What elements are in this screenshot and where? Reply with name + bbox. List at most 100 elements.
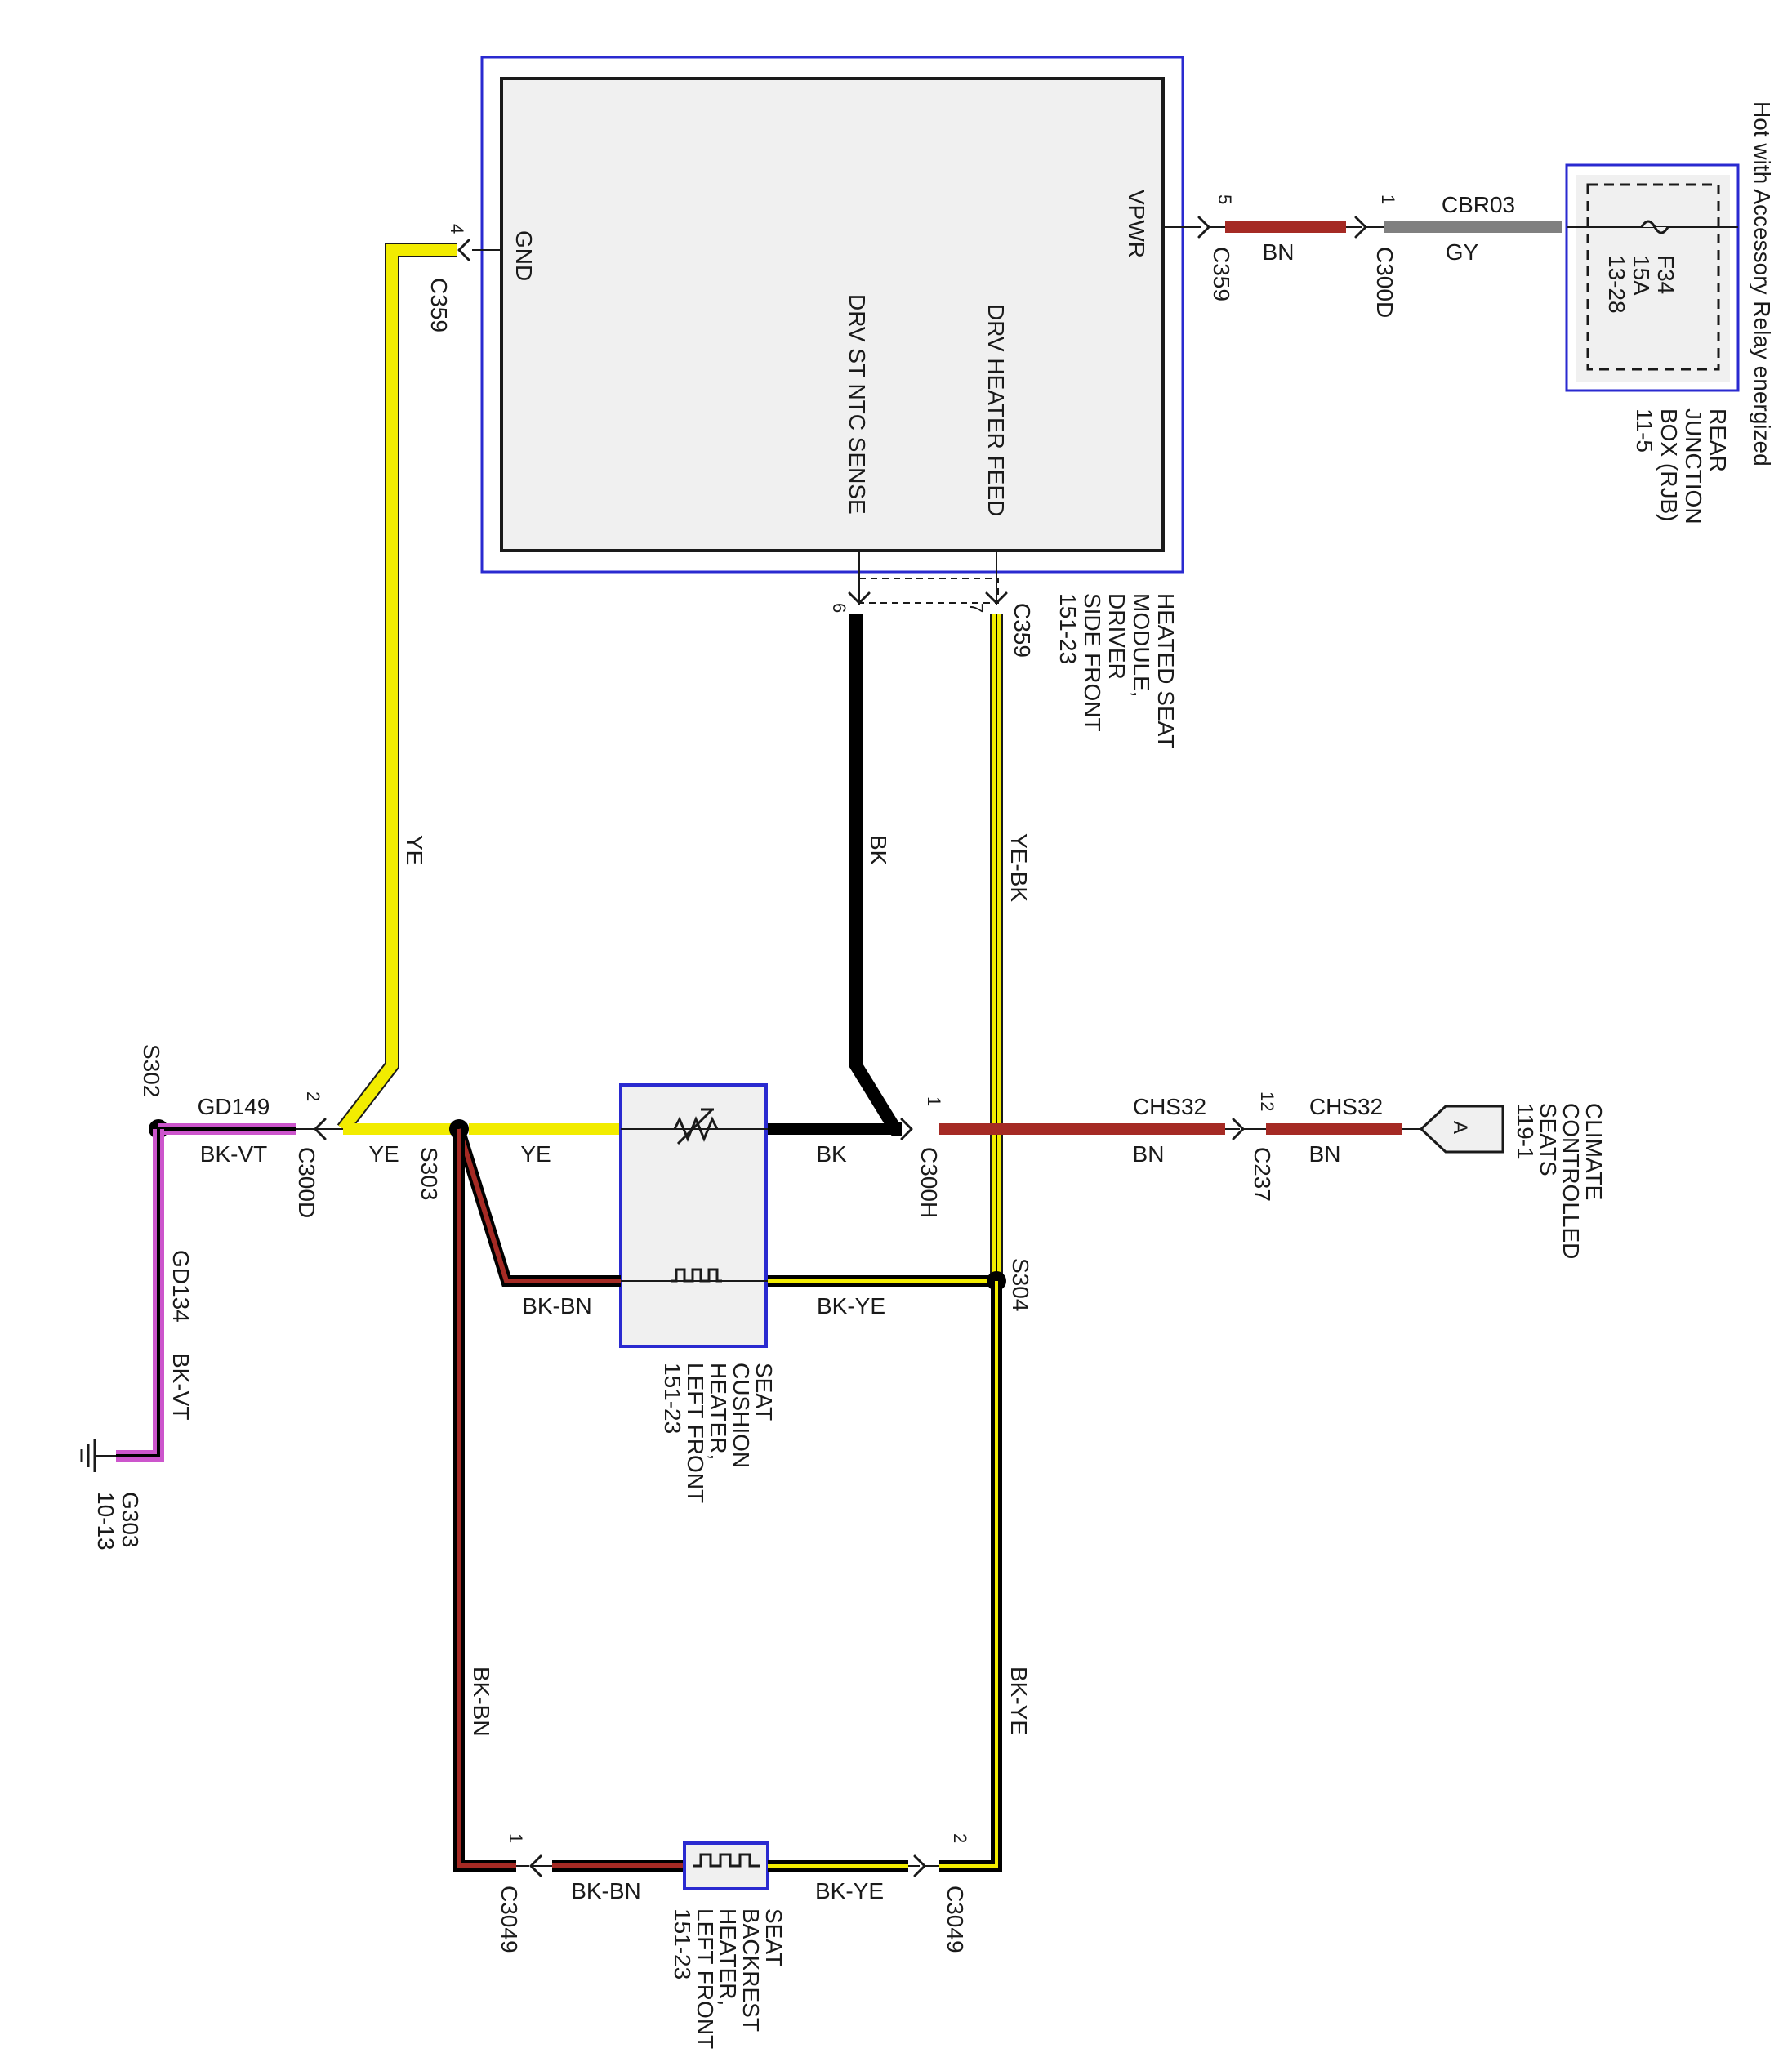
s304-label: S304 bbox=[1008, 1258, 1033, 1311]
thermistor-icon bbox=[673, 1108, 719, 1145]
fuse-label-line: F34 bbox=[1653, 255, 1678, 294]
c300d-2-name: C300D bbox=[294, 1147, 319, 1218]
wire-bkye-v bbox=[939, 1281, 1002, 1872]
rjb-name-label: REAR JUNCTION BOX (RJB) 11-5 bbox=[1632, 408, 1731, 524]
rjb-body bbox=[1576, 175, 1730, 382]
rjb-name-line: JUNCTION bbox=[1681, 408, 1706, 524]
climate-name-line: 119-1 bbox=[1513, 1103, 1538, 1160]
c359-67-name: C359 bbox=[1010, 603, 1035, 658]
c300h-1-pin: 1 bbox=[924, 1096, 944, 1106]
c359-67-dashed-shell bbox=[858, 578, 999, 604]
c3049-1-arrow-icon bbox=[529, 1854, 542, 1877]
wire-label-bn-b: BN bbox=[1309, 1141, 1341, 1167]
hot-with-label: Hot with Accessory Relay energized bbox=[1750, 101, 1775, 466]
c359-4-arrow-icon bbox=[457, 239, 470, 261]
climate-connector-tag bbox=[1419, 1105, 1504, 1154]
wire-bkvt-v bbox=[116, 1129, 164, 1462]
climate-name-label: CLIMATE CONTROLLED SEATS 119-1 bbox=[1513, 1103, 1607, 1259]
wire-label-bn-a: BN bbox=[1133, 1141, 1165, 1167]
pin-label-gnd: GND bbox=[511, 230, 537, 281]
fuse-label-line: 13-28 bbox=[1604, 255, 1629, 314]
pin-label-heater-feed: DRV HEATER FEED bbox=[983, 304, 1009, 516]
wire-label-ye-vert: YE bbox=[402, 835, 427, 865]
cushion-name-line: HEATER, bbox=[706, 1363, 731, 1460]
module-name-line: DRIVER bbox=[1104, 593, 1130, 680]
wire-bk-vert bbox=[849, 614, 902, 1136]
wire-label-bkvt-v: BK-VT bbox=[168, 1353, 194, 1420]
c3049-2-name: C3049 bbox=[943, 1886, 968, 1953]
wire-label-bkye-bot: BK-YE bbox=[815, 1878, 884, 1903]
rjb-name-line: 11-5 bbox=[1632, 408, 1657, 453]
rjb-name-line: BOX (RJB) bbox=[1656, 408, 1682, 521]
ground-label: G303 10-13 bbox=[93, 1492, 143, 1551]
module-name-line: MODULE, bbox=[1129, 593, 1154, 698]
rjb-frame bbox=[1565, 163, 1740, 392]
c359-5-name: C359 bbox=[1209, 247, 1234, 301]
fuse-icon bbox=[1640, 220, 1669, 234]
rjb-name-line: REAR bbox=[1705, 408, 1731, 472]
heating-element-icon bbox=[671, 1268, 722, 1283]
wire-label-cbr03: CBR03 bbox=[1442, 192, 1515, 217]
wire-bkbn-h bbox=[457, 1128, 621, 1283]
wire-label-bn-top: BN bbox=[1263, 239, 1295, 265]
c3049-1-pin: 1 bbox=[506, 1833, 526, 1843]
module-name-line: SIDE FRONT bbox=[1080, 593, 1105, 732]
cushion-name-label: SEAT CUSHION HEATER, LEFT FRONT 151-23 bbox=[660, 1363, 777, 1503]
climate-tag-label: A bbox=[1449, 1121, 1471, 1134]
c3049-2-pin: 2 bbox=[950, 1833, 970, 1843]
climate-name-line: CLIMATE bbox=[1581, 1103, 1607, 1200]
heated-seat-module: GND VPWR DRV ST NTC SENSE DRV HEATER FEE… bbox=[480, 56, 1184, 748]
seat-backrest-heater: SEAT BACKREST HEATER, LEFT FRONT 151-23 bbox=[670, 1841, 787, 2049]
fuse-label: F34 15A 13-28 bbox=[1604, 255, 1678, 314]
c237-12-pin: 12 bbox=[1257, 1091, 1277, 1111]
s303-label: S303 bbox=[417, 1147, 442, 1200]
module-frame bbox=[480, 56, 1184, 574]
ground-name: G303 bbox=[118, 1492, 143, 1548]
wire-bkbn-v bbox=[457, 1129, 516, 1868]
backrest-name-line: LEFT FRONT bbox=[693, 1908, 718, 2049]
ground-icon bbox=[80, 1439, 116, 1472]
s302-label: S302 bbox=[139, 1044, 164, 1097]
pin-label-ntc-sense: DRV ST NTC SENSE bbox=[845, 294, 870, 515]
c359-5-pin: 5 bbox=[1215, 194, 1235, 204]
c359-7-arrow-icon bbox=[985, 591, 1008, 605]
wire-label-ye-mid: YE bbox=[520, 1141, 551, 1167]
cushion-name-line: LEFT FRONT bbox=[683, 1363, 708, 1503]
power-feed-circuit: 5 C359 BN 1 C300D CBR03 GY bbox=[1163, 192, 1562, 318]
wire-label-bkbn-bot: BK-BN bbox=[571, 1878, 641, 1903]
c359-4-pin: 4 bbox=[447, 224, 467, 234]
climate-name-line: SEATS bbox=[1536, 1103, 1561, 1176]
middle-row: S302 GD149 BK-VT 2 C300D YE S303 YE BK 1… bbox=[139, 1044, 1607, 1259]
seat-cushion-heater: SEAT CUSHION HEATER, LEFT FRONT 151-23 bbox=[619, 1083, 777, 1503]
rear-junction-box: F34 15A 13-28 REAR JUNCTION BOX (RJB) 11… bbox=[1565, 101, 1775, 524]
wire-label-chs32-b: CHS32 bbox=[1309, 1094, 1383, 1119]
wire-label-bk-mid: BK bbox=[816, 1141, 847, 1167]
backrest-name-line: BACKREST bbox=[738, 1908, 764, 2032]
c300h-1-name: C300H bbox=[916, 1147, 942, 1218]
wire-label-bkye-v: BK-YE bbox=[1006, 1667, 1032, 1735]
module-body bbox=[500, 77, 1165, 552]
fuse-label-line: 15A bbox=[1629, 255, 1654, 296]
climate-name-line: CONTROLLED bbox=[1558, 1103, 1584, 1259]
pin-label-vpwr: VPWR bbox=[1124, 190, 1149, 258]
ground-feed-circuit: 4 C359 YE bbox=[337, 224, 501, 1134]
c237-12-name: C237 bbox=[1250, 1147, 1275, 1202]
backrest-name-label: SEAT BACKREST HEATER, LEFT FRONT 151-23 bbox=[670, 1908, 787, 2049]
module-name-line: 151-23 bbox=[1055, 593, 1081, 664]
wire-label-gd149: GD149 bbox=[198, 1094, 270, 1119]
c359-7-pin: 7 bbox=[966, 603, 987, 613]
c3049-1-name: C3049 bbox=[497, 1886, 522, 1953]
wire-label-bk-vert: BK bbox=[866, 835, 891, 866]
c359-6-pin: 6 bbox=[829, 603, 849, 613]
wire-label-chs32-a: CHS32 bbox=[1133, 1094, 1206, 1119]
module-name-line: HEATED SEAT bbox=[1153, 593, 1179, 748]
wire-label-ye-left: YE bbox=[368, 1141, 399, 1167]
c359-4-name: C359 bbox=[426, 278, 452, 332]
wire-label-gy: GY bbox=[1446, 239, 1479, 265]
heating-element-icon bbox=[693, 1853, 760, 1868]
wire-bkvt-v-stripe bbox=[116, 1129, 160, 1457]
c300d-2-pin: 2 bbox=[303, 1091, 323, 1101]
backrest-name-line: SEAT bbox=[761, 1908, 787, 1966]
wire-bkye-v-stripe bbox=[939, 1281, 998, 1868]
